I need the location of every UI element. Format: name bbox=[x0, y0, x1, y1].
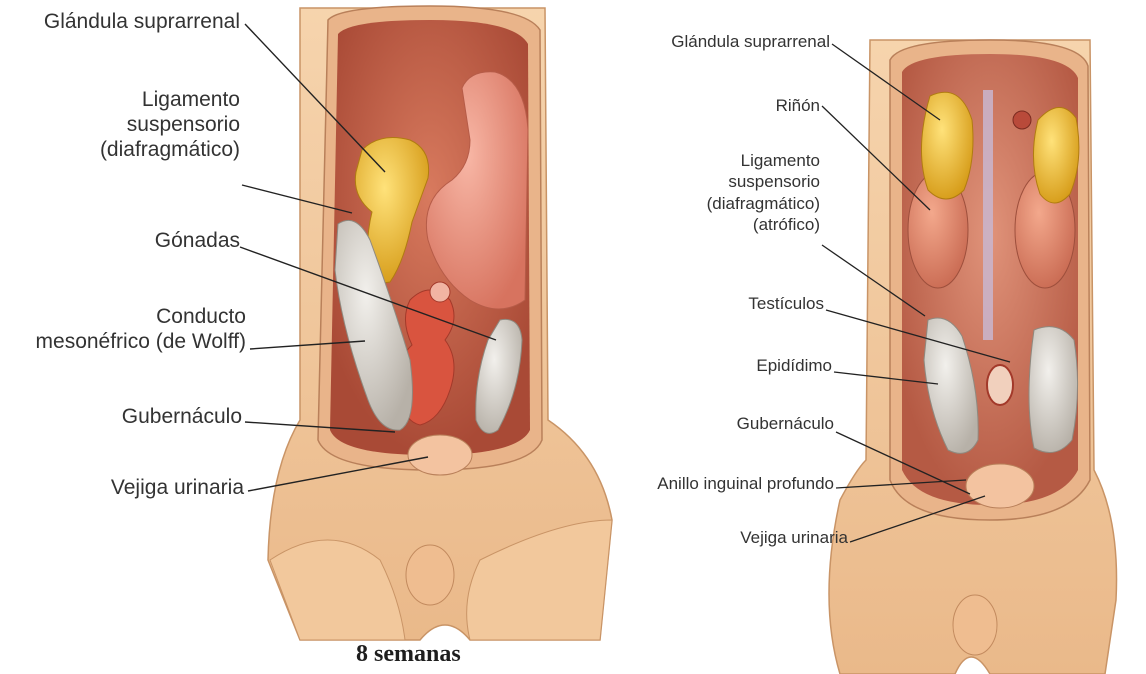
left-bladder bbox=[408, 435, 472, 475]
label-left-gubernaculum: Gubernáculo bbox=[122, 405, 242, 430]
label-right-bladder: Vejiga urinaria bbox=[740, 528, 848, 548]
label-right-kidney: Riñón bbox=[776, 96, 820, 116]
label-right-ligament-line3: (diafragmático) bbox=[707, 193, 820, 214]
label-left-gonads: Gónadas bbox=[155, 229, 240, 254]
label-right-ligament-line2: suspensorio bbox=[707, 171, 820, 192]
label-left-mesonephric-line1: Conducto bbox=[36, 305, 246, 330]
label-right-ligament-line4: (atrófico) bbox=[707, 214, 820, 235]
label-right-adrenal: Glándula suprarrenal bbox=[671, 32, 830, 52]
right-rectum bbox=[987, 365, 1013, 405]
label-right-ligament-line1: Ligamento bbox=[707, 150, 820, 171]
right-figure bbox=[829, 40, 1117, 674]
right-testis-right bbox=[1029, 327, 1078, 453]
label-left-mesonephric-line2: mesonéfrico (de Wolff) bbox=[36, 330, 246, 355]
label-left-ligament-line3: (diafragmático) bbox=[100, 138, 240, 163]
label-left-bladder: Vejiga urinaria bbox=[111, 476, 244, 501]
left-caption: 8 semanas bbox=[356, 641, 461, 668]
right-bladder bbox=[966, 464, 1034, 508]
right-adrenal-left bbox=[921, 92, 973, 199]
label-right-epididymis: Epidídimo bbox=[756, 356, 832, 376]
label-right-testes: Testículos bbox=[748, 294, 824, 314]
right-aorta bbox=[983, 90, 993, 340]
right-adrenal-right bbox=[1033, 107, 1078, 203]
label-right-inguinal-ring: Anillo inguinal profundo bbox=[657, 474, 834, 494]
label-right-gubernaculum: Gubernáculo bbox=[737, 414, 834, 434]
left-genital-tubercle bbox=[406, 545, 454, 605]
label-left-ligament-line2: suspensorio bbox=[100, 113, 240, 138]
label-right-ligament: Ligamento suspensorio (diafragmático) (a… bbox=[707, 150, 820, 235]
left-figure bbox=[268, 6, 612, 640]
label-left-ligament: Ligamento suspensorio (diafragmático) bbox=[100, 88, 240, 162]
label-left-mesonephric: Conducto mesonéfrico (de Wolff) bbox=[36, 305, 246, 355]
right-genital-tubercle bbox=[953, 595, 997, 655]
label-left-adrenal: Glándula suprarrenal bbox=[44, 10, 240, 35]
label-left-ligament-line1: Ligamento bbox=[100, 88, 240, 113]
